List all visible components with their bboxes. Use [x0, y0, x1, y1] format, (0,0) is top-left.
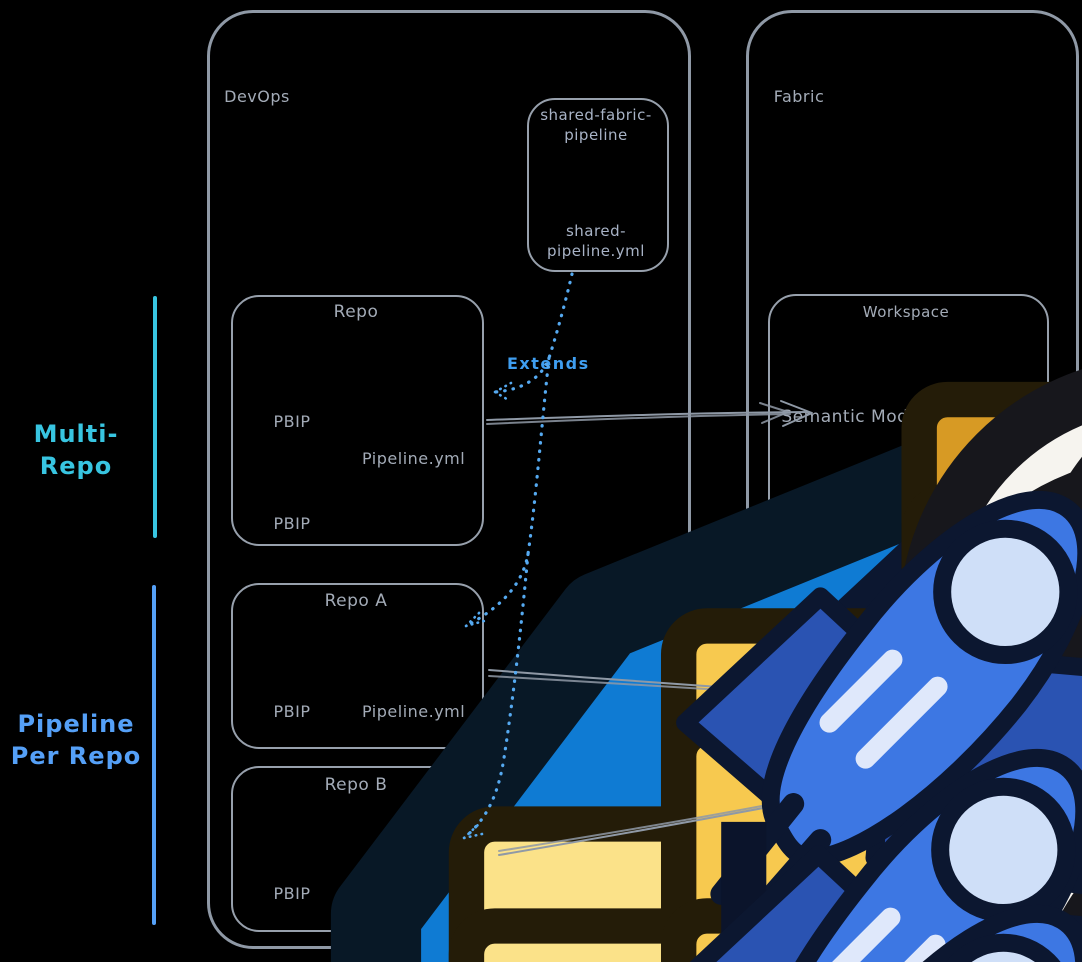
pbip-label: PBIP	[273, 514, 311, 533]
pipeline-per-repo-section-label: Pipeline Per Repo	[8, 708, 144, 773]
report-label: Report	[949, 407, 1009, 427]
workspace-title: Workspace	[862, 628, 950, 646]
pbip-label: PBIP	[273, 702, 311, 721]
shared-pipeline-title: shared-fabric-pipeline	[540, 106, 652, 144]
pipeline-per-repo-line2: Per Repo	[10, 742, 142, 771]
pipeline-per-repo-section-line	[152, 585, 156, 925]
repo-a-title: Repo A	[324, 591, 388, 611]
report-label: Report	[949, 730, 1009, 750]
report-label: Report	[949, 504, 1009, 524]
pipeline-yml-label: Pipeline.yml	[362, 449, 466, 468]
fabric-label: Fabric	[773, 87, 825, 106]
pbip-label: PBIP	[273, 884, 311, 903]
workspace-title: Workspace	[862, 303, 950, 321]
report-label: Report	[949, 827, 1009, 847]
pipeline-yml-label: Pipeline.yml	[362, 702, 466, 721]
repo-b-title: Repo B	[324, 775, 388, 795]
multi-repo-section-label: Multi-Repo	[33, 420, 119, 481]
devops-label: DevOps	[224, 87, 290, 106]
pipeline-per-repo-line1: Pipeline	[17, 710, 135, 738]
multi-repo-section-line	[153, 296, 157, 538]
repo-title: Repo	[333, 302, 379, 322]
shared-pipeline-file-label: shared-pipeline.yml	[547, 222, 645, 260]
pbip-label: PBIP	[273, 412, 311, 431]
pipeline-yml-label: Pipeline.yml	[362, 884, 466, 903]
extends-annotation: Extends	[507, 354, 590, 373]
